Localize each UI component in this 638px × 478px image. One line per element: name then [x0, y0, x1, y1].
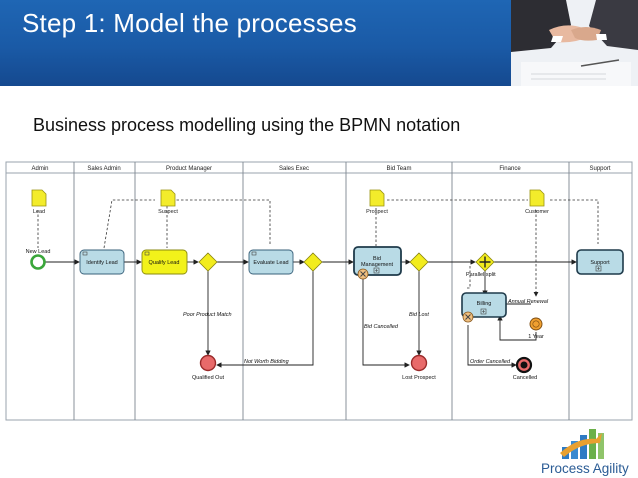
data-object-suspect [160, 189, 176, 207]
process-pool [5, 161, 633, 421]
end-label-qualified-out: Qualified Out [192, 375, 225, 381]
lane-bid-team: Bid Team [387, 166, 412, 172]
flow-label-annual-renewal: Annual Renewal [507, 299, 549, 305]
gateway-evaluate [303, 252, 323, 272]
boundary-cancel-billing [462, 311, 474, 323]
slide-title: Step 1: Model the processes [22, 8, 357, 38]
data-label-prospect: Prospect [366, 209, 388, 215]
flow-label-bid-cancelled: Bid Cancelled [364, 324, 399, 330]
task-identify-lead [79, 249, 125, 275]
gateway-bid [409, 252, 429, 272]
task-evaluate-lead [248, 249, 294, 275]
timer-event-1-year [529, 317, 543, 331]
gateway-qualify [198, 252, 218, 272]
task-bid-management [353, 246, 402, 276]
task-support [576, 249, 624, 275]
task-billing [461, 292, 507, 318]
end-event-qualified-out [199, 354, 217, 372]
task-label-billing: Billing [477, 301, 492, 307]
lane-sales-admin: Sales Admin [87, 166, 120, 172]
end-label-cancelled: Cancelled [513, 375, 537, 381]
slide-subtitle: Business process modelling using the BPM… [33, 115, 461, 135]
flow-label-not-worth-bidding: Not Worth Bidding [244, 359, 290, 365]
task-label-support: Support [590, 260, 610, 266]
start-label-new-lead: New Lead [26, 249, 51, 255]
process-agility-logo [538, 423, 638, 478]
lane-sales-exec: Sales Exec [279, 166, 309, 172]
data-object-customer [529, 189, 545, 207]
end-label-lost-prospect: Lost Prospect [402, 375, 436, 381]
end-event-lost-prospect [410, 354, 428, 372]
data-label-suspect: Suspect [158, 209, 178, 215]
flow-label-poor-product-match: Poor Product Match [183, 312, 232, 318]
lane-finance: Finance [499, 166, 521, 172]
start-event-new-lead [30, 254, 46, 270]
task-label-identify-lead: Identify Lead [86, 260, 118, 266]
timer-label-1-year: 1 Year [528, 334, 544, 340]
lane-support: Support [589, 166, 610, 172]
data-object-prospect [369, 189, 385, 207]
flow-label-order-cancelled: Order Cancelled [470, 359, 511, 365]
data-object-lead [31, 189, 47, 207]
gateway-label-parallel-split: Parallel split [466, 272, 496, 278]
flow-label-bid-lost: Bid Lost [409, 312, 429, 318]
lane-admin: Admin [31, 166, 48, 172]
task-label-evaluate-lead: Evaluate Lead [253, 260, 288, 266]
data-label-customer: Customer [525, 209, 549, 215]
lane-product-manager: Product Manager [166, 166, 212, 172]
handshake-image [511, 0, 638, 86]
boundary-cancel-bid [357, 268, 369, 280]
bpmn-diagram: Admin Sales Admin Product Manager Sales … [0, 160, 638, 422]
logo-text: Process Agility [541, 461, 629, 476]
task-label-qualify-lead: Qualify Lead [149, 260, 180, 266]
task-qualify-lead [141, 249, 188, 275]
data-label-lead: Lead [33, 209, 45, 215]
